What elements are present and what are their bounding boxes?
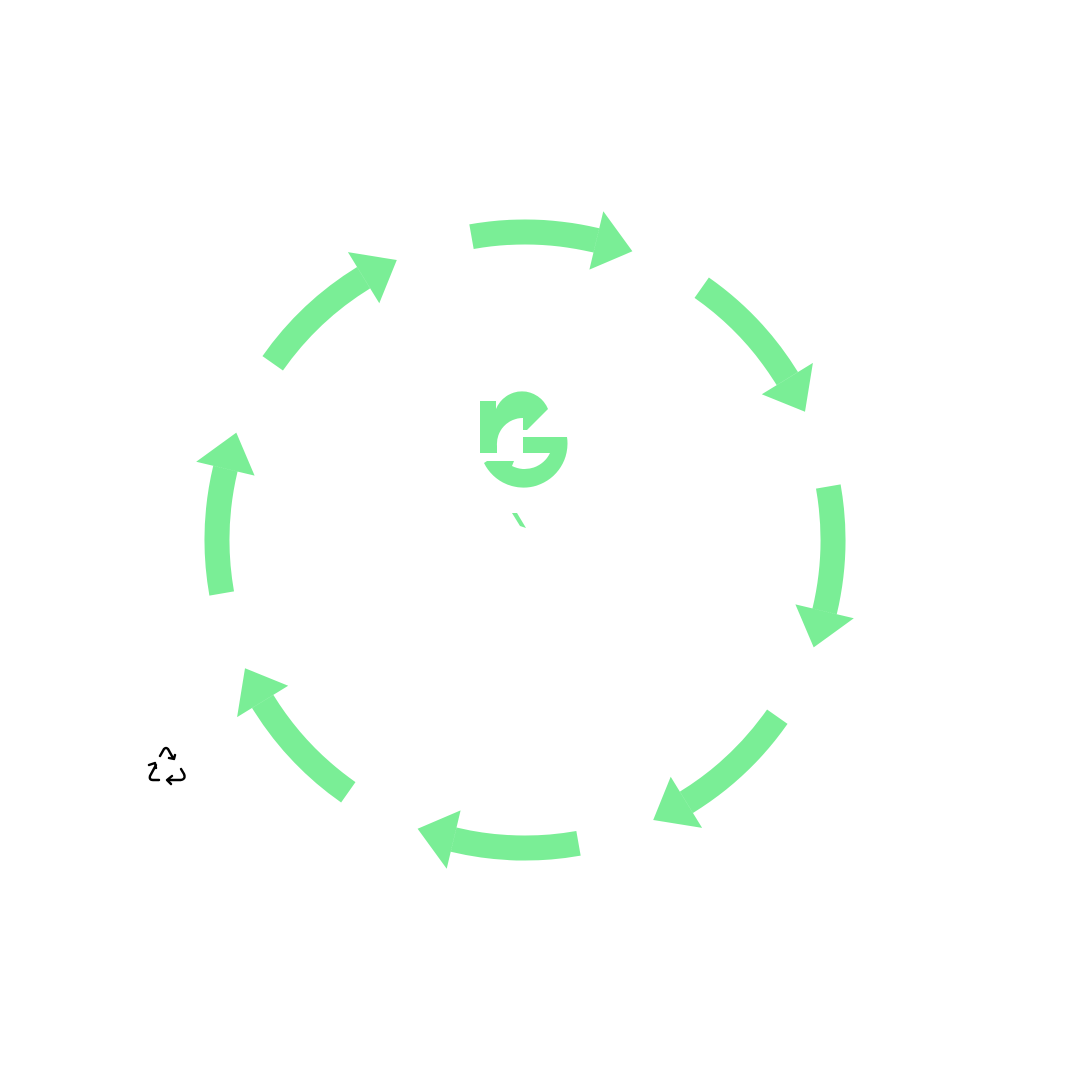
cycle-arrow-shaft	[262, 267, 371, 371]
cycle-arrow-shaft	[450, 827, 581, 861]
cycle-arrow-head	[589, 211, 633, 270]
cycle-arrow-shaft	[679, 709, 788, 813]
cycle-arrow-shaft	[252, 694, 356, 803]
recycle-icon	[147, 746, 186, 786]
refresh-g-logo-icon	[480, 391, 568, 528]
cycle-arrow-head	[795, 604, 854, 648]
cycle-arrow-head	[237, 668, 289, 718]
cycle-arrows	[196, 211, 854, 869]
cycle-arrow-shaft	[694, 277, 798, 386]
cycle-arrow-head	[347, 252, 397, 304]
cycle-arrow-head	[417, 810, 461, 869]
cycle-arrow-head	[196, 432, 255, 476]
cycle-arrow-head	[653, 776, 703, 828]
cycle-arrow-head	[761, 362, 813, 412]
cycle-arrow-shaft	[204, 465, 238, 596]
cycle-arrow-shaft	[469, 219, 600, 253]
cycle-arrow-shaft	[812, 484, 846, 615]
